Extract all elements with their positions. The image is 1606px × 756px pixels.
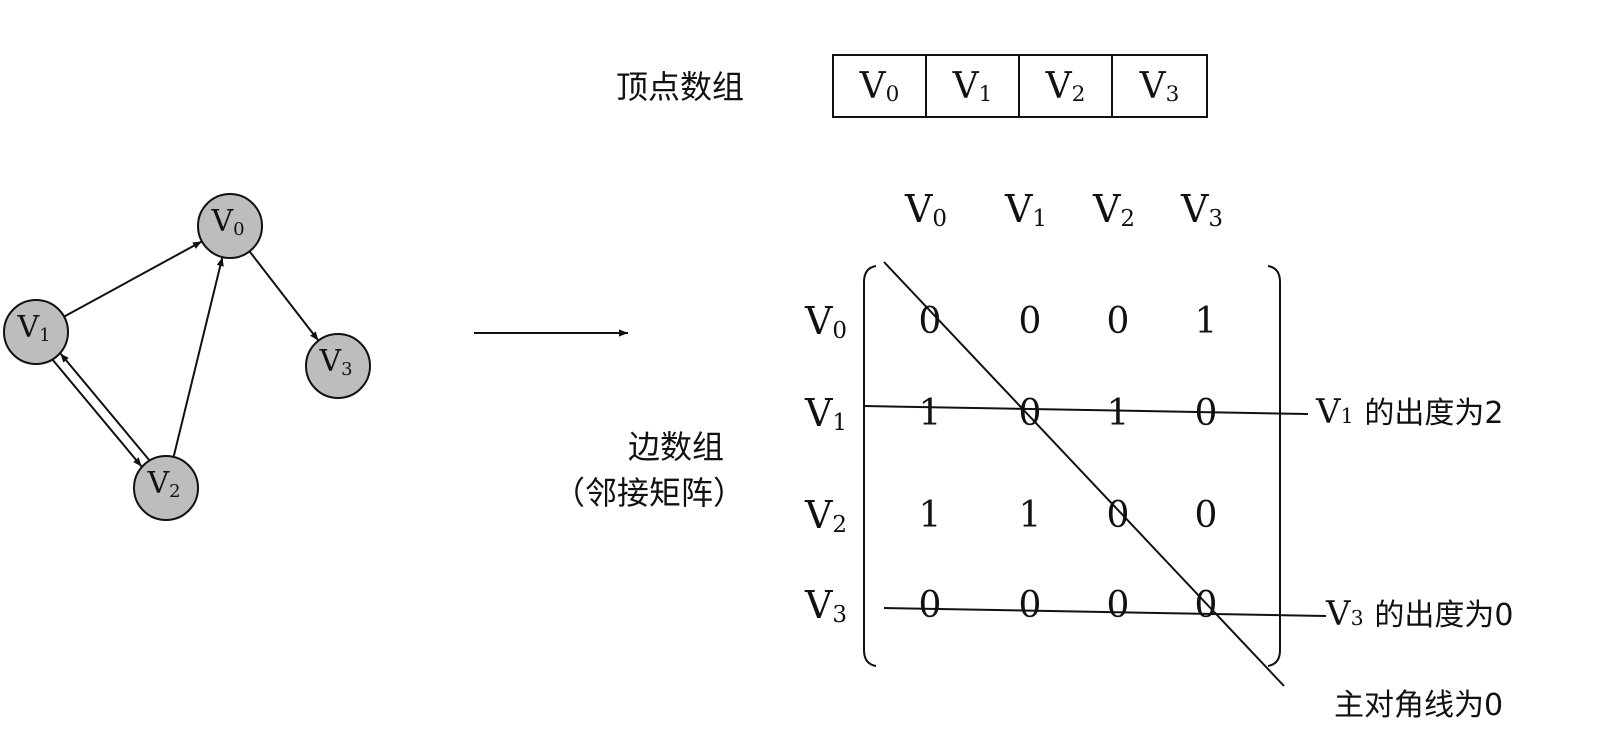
v3-outdegree-index: 3 bbox=[1350, 606, 1364, 630]
v3-outdegree-vertex: V bbox=[1326, 594, 1351, 634]
matrix-left-bracket bbox=[863, 265, 877, 667]
matrix-row-header-3: V3 bbox=[804, 583, 847, 629]
matrix-cell-3-0: 0 bbox=[919, 585, 942, 626]
matrix-right-bracket bbox=[1267, 265, 1281, 667]
main-diagonal-line bbox=[883, 261, 1285, 687]
matrix-cell-1-1: 0 bbox=[1019, 393, 1042, 434]
matrix-cell-0-2: 0 bbox=[1107, 301, 1130, 342]
graph-node-label-v3: V3 bbox=[318, 344, 352, 380]
vertex-letter: V bbox=[1045, 65, 1072, 107]
edge-v2-to-v1 bbox=[59, 352, 151, 461]
matrix-row-header-0: V0 bbox=[804, 299, 847, 345]
edge-array-label: 边数组 bbox=[628, 428, 725, 466]
graph-node-v0 bbox=[197, 193, 263, 259]
vertex-letter: V bbox=[859, 65, 886, 107]
matrix-cell-1-2: 1 bbox=[1107, 393, 1130, 434]
matrix-cell-3-2: 0 bbox=[1107, 585, 1130, 626]
vertex-index: 1 bbox=[978, 81, 993, 107]
edge-v1-to-v0 bbox=[63, 240, 203, 318]
v1-outdegree-annotation: V1 的出度为2 bbox=[1316, 388, 1503, 432]
graph-node-v2 bbox=[133, 455, 199, 521]
graph-node-v3 bbox=[305, 333, 371, 399]
vertex-array-label: 顶点数组 bbox=[616, 68, 745, 106]
edge-array-sublabel: （邻接矩阵） bbox=[553, 474, 746, 512]
matrix-cell-1-3: 0 bbox=[1195, 393, 1218, 434]
edge-v1-to-v2 bbox=[51, 359, 143, 468]
v3-row-line bbox=[883, 607, 1327, 617]
matrix-cell-1-0: 1 bbox=[919, 393, 942, 434]
v1-row-line bbox=[863, 405, 1309, 415]
matrix-cell-2-1: 1 bbox=[1019, 495, 1042, 536]
main-diagonal-annotation: 主对角线为0 bbox=[1334, 688, 1504, 723]
v3-outdegree-annotation: V3 的出度为0 bbox=[1326, 590, 1513, 634]
matrix-cell-0-3: 1 bbox=[1195, 301, 1218, 342]
vertex-index: 3 bbox=[1165, 81, 1180, 107]
vertex-letter: V bbox=[952, 65, 979, 107]
matrix-col-header-3: V3 bbox=[1180, 187, 1223, 233]
matrix-row-header-1: V1 bbox=[804, 391, 847, 437]
graph-edges bbox=[51, 240, 320, 468]
matrix-row-header-2: V2 bbox=[804, 493, 847, 539]
matrix-cell-3-3: 0 bbox=[1195, 585, 1218, 626]
graph-node-label-v2: V2 bbox=[146, 466, 180, 502]
edge-v0-to-v3 bbox=[248, 250, 320, 342]
graph-node-label-v0: V0 bbox=[210, 204, 244, 240]
v1-outdegree-vertex: V bbox=[1316, 392, 1341, 432]
graph-node-label-v1: V1 bbox=[16, 310, 50, 346]
vertex-index: 2 bbox=[1071, 81, 1086, 107]
matrix-col-header-2: V2 bbox=[1092, 187, 1135, 233]
matrix-cell-0-1: 0 bbox=[1019, 301, 1042, 342]
matrix-cell-0-0: 0 bbox=[919, 301, 942, 342]
matrix-col-header-0: V0 bbox=[904, 187, 947, 233]
vertex-letter: V bbox=[1139, 65, 1166, 107]
vertex-index: 0 bbox=[885, 81, 900, 107]
v3-outdegree-text: 的出度为0 bbox=[1374, 598, 1514, 633]
v1-outdegree-index: 1 bbox=[1340, 404, 1354, 428]
matrix-cell-2-3: 0 bbox=[1195, 495, 1218, 536]
edge-v2-to-v0 bbox=[172, 256, 224, 458]
matrix-cell-2-0: 1 bbox=[919, 495, 942, 536]
matrix-col-header-1: V1 bbox=[1004, 187, 1047, 233]
graph-node-v1 bbox=[3, 299, 69, 365]
matrix-cell-3-1: 0 bbox=[1019, 585, 1042, 626]
v1-outdegree-text: 的出度为2 bbox=[1364, 396, 1504, 431]
